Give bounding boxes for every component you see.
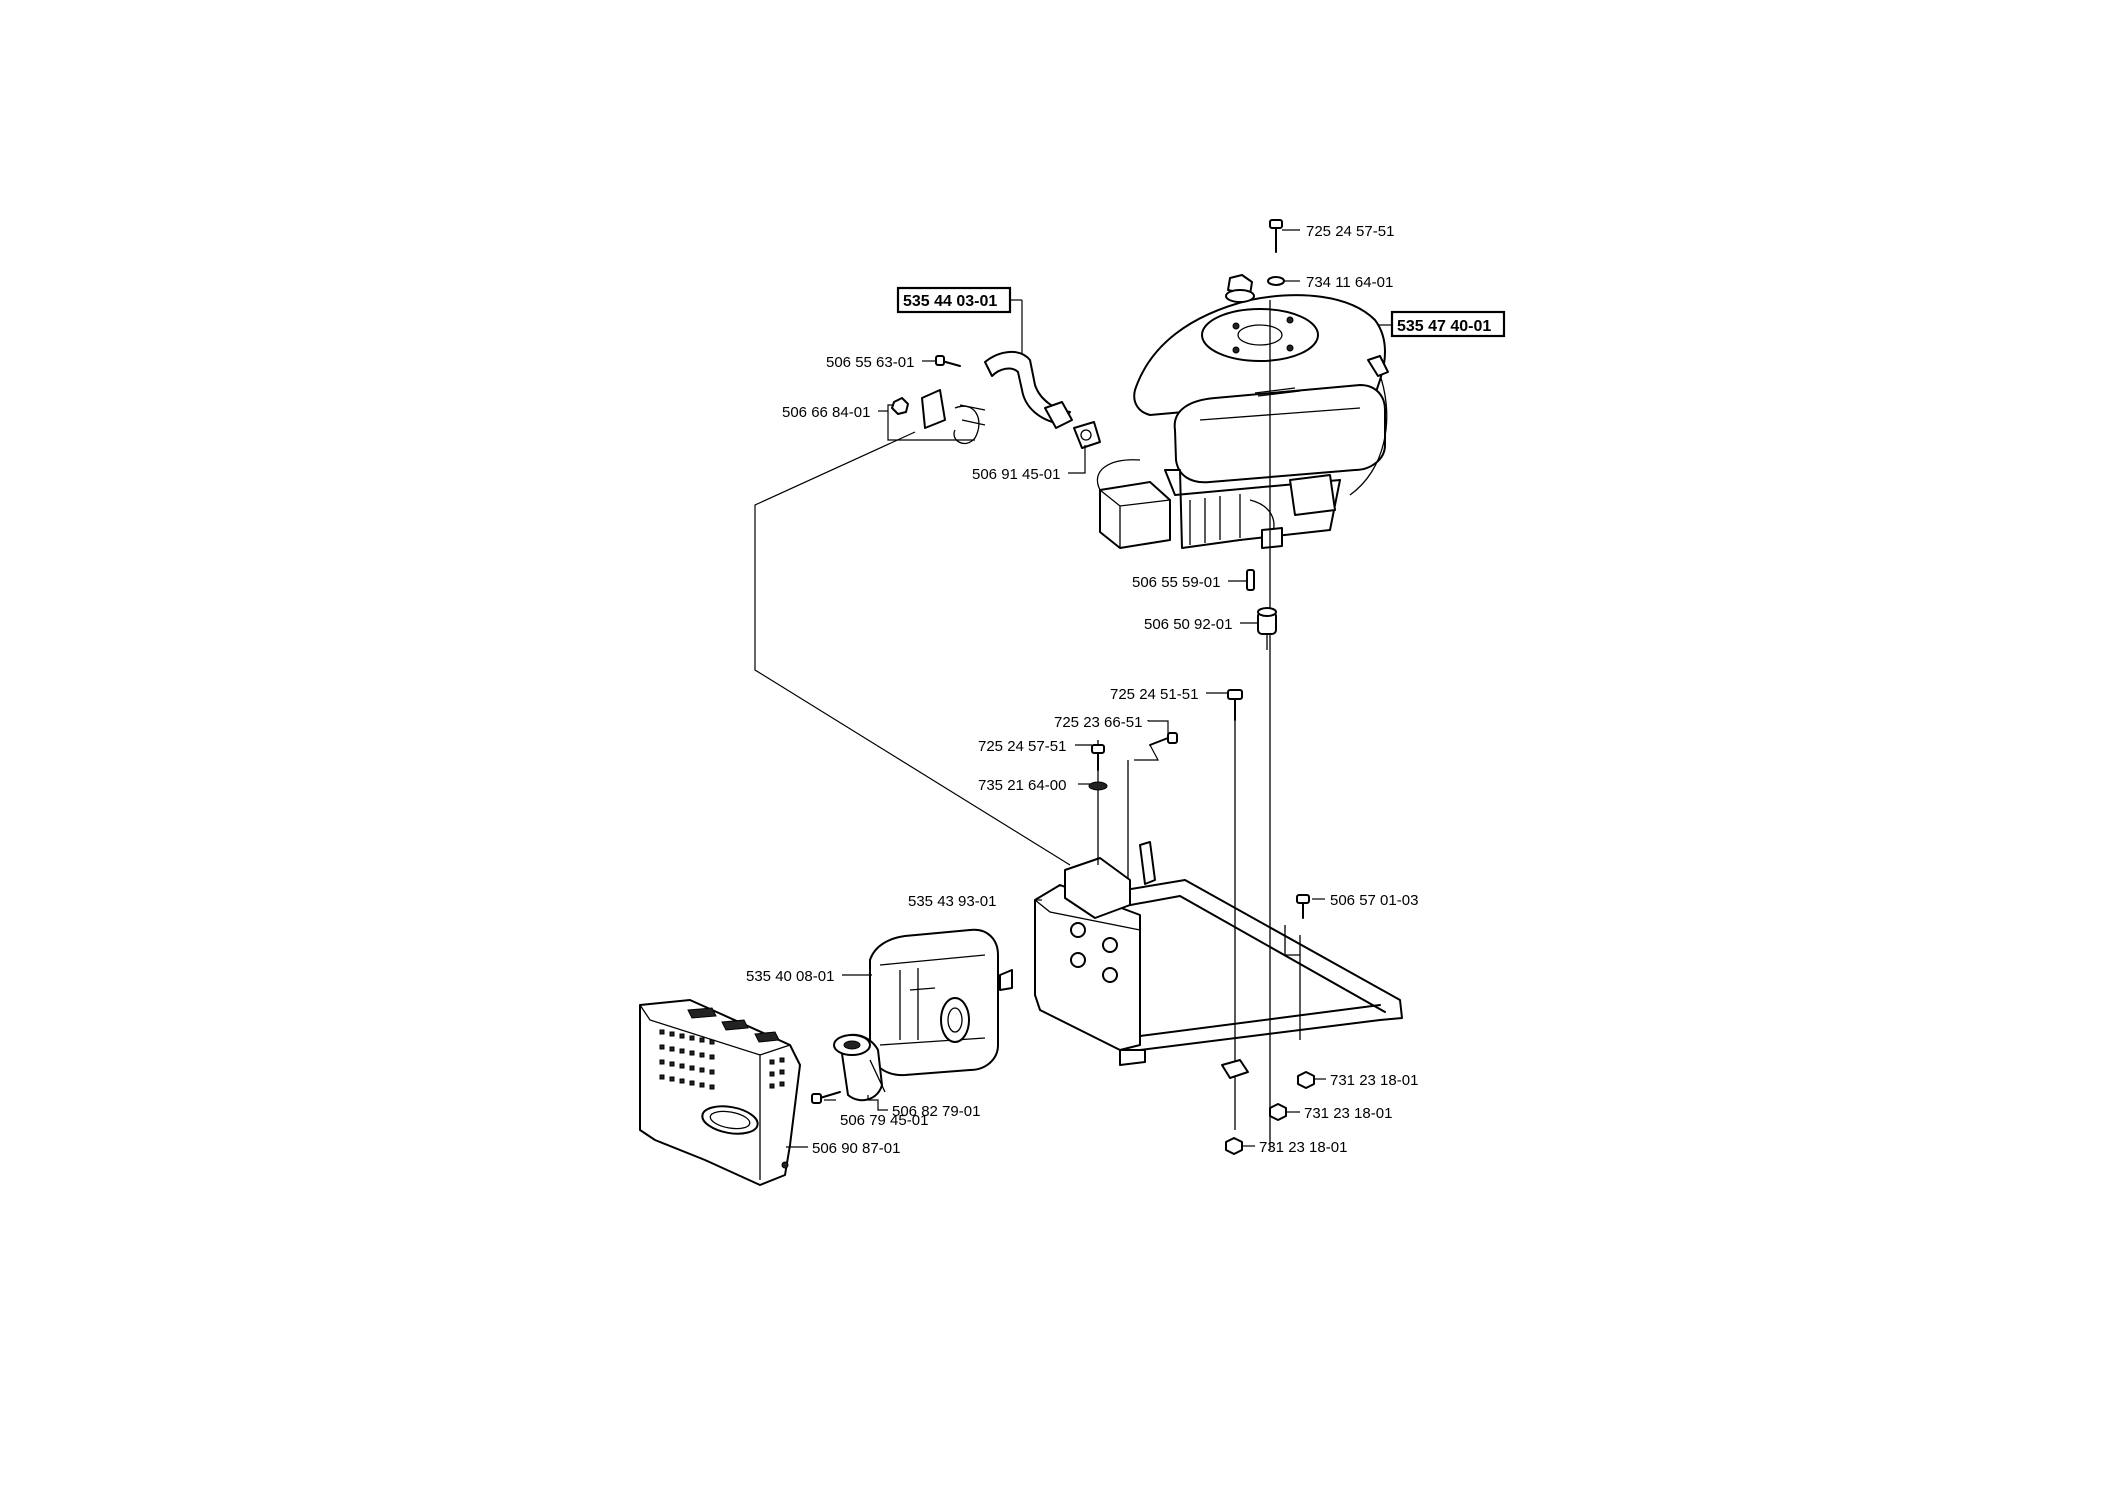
part-number-label: 506 90 87-01 xyxy=(812,1140,900,1157)
part-number-label: 731 23 18-01 xyxy=(1330,1072,1418,1089)
part-number-label: 535 44 03-01 xyxy=(903,293,997,310)
part-number-label: 731 23 18-01 xyxy=(1304,1105,1392,1122)
part-number-label: 506 66 84-01 xyxy=(782,404,870,421)
engine-assembly xyxy=(1096,274,1389,549)
clamp-to-bracket-line xyxy=(754,431,1071,866)
part-number-label: 735 21 64-00 xyxy=(978,777,1066,794)
part-number-label: 506 57 01-03 xyxy=(1330,892,1418,909)
pin-icon xyxy=(1246,569,1255,591)
part-number-highlight-box xyxy=(1390,310,1506,338)
exhaust-pipe xyxy=(891,351,1101,449)
bracket-bolt-icon xyxy=(1091,744,1105,771)
part-number-label: 506 50 92-01 xyxy=(1144,616,1232,633)
bracket-washer-icon xyxy=(1088,781,1108,791)
part-number-label: 725 24 51-51 xyxy=(1110,686,1198,703)
nut-icon-3 xyxy=(1225,1137,1243,1155)
part-labels: 725 24 57-51 734 11 64-01 535 47 40-01 5… xyxy=(746,223,1506,1157)
part-number-label: 725 23 66-51 xyxy=(1054,714,1142,731)
part-number-label: 506 82 79-01 xyxy=(892,1103,980,1120)
frame-screw-icon xyxy=(1296,894,1310,919)
frame-foot-icon xyxy=(1221,1059,1249,1079)
part-number-label: 535 47 40-01 xyxy=(1397,318,1491,335)
top-washer-icon xyxy=(1267,276,1285,286)
nut-icon-1 xyxy=(1297,1071,1315,1089)
part-number-label: 535 40 08-01 xyxy=(746,968,834,985)
mounting-frame xyxy=(999,841,1403,1066)
part-number-label: 725 24 57-51 xyxy=(1306,223,1394,240)
top-bolt-icon xyxy=(1269,219,1283,253)
part-number-label: 535 43 93-01 xyxy=(908,893,996,910)
part-number-label: 725 24 57-51 xyxy=(978,738,1066,755)
part-number-highlight-box xyxy=(896,286,1012,314)
muffler xyxy=(811,928,999,1104)
part-number-label: 734 11 64-01 xyxy=(1306,274,1393,291)
part-number-label: 506 55 63-01 xyxy=(826,354,914,371)
nut-icon-2 xyxy=(1269,1103,1287,1121)
frame-bolt-icon xyxy=(1227,689,1243,721)
leader-lines xyxy=(786,229,1392,1148)
part-number-label: 506 55 59-01 xyxy=(1132,574,1220,591)
part-number-label: 731 23 18-01 xyxy=(1259,1139,1347,1156)
part-number-label: 506 79 45-01 xyxy=(840,1112,928,1129)
muffler-guard xyxy=(639,999,801,1186)
spacer-icon xyxy=(1257,607,1277,650)
part-number-label: 506 91 45-01 xyxy=(972,466,1060,483)
angled-bolt-icon xyxy=(1149,732,1178,746)
